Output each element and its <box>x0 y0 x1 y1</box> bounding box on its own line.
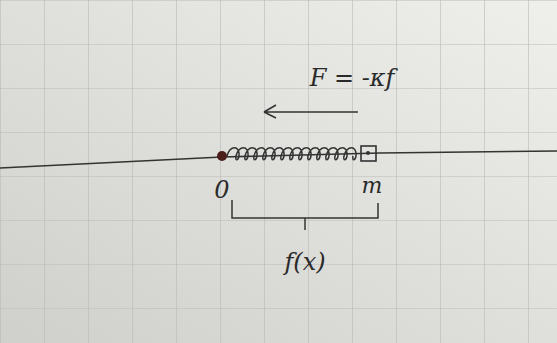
spring <box>227 148 356 160</box>
bracket-tick <box>304 218 306 230</box>
origin-label: 0 <box>214 178 229 202</box>
force-formula: F = -κf <box>310 66 395 90</box>
force-arrow <box>264 105 358 118</box>
length-label: f(x) <box>284 250 325 274</box>
mass-label: m <box>362 175 383 197</box>
fixed-point <box>217 151 227 161</box>
mass-block <box>361 146 376 161</box>
axis-line <box>0 151 557 168</box>
mass-dot <box>366 151 370 155</box>
length-bracket <box>232 200 378 218</box>
